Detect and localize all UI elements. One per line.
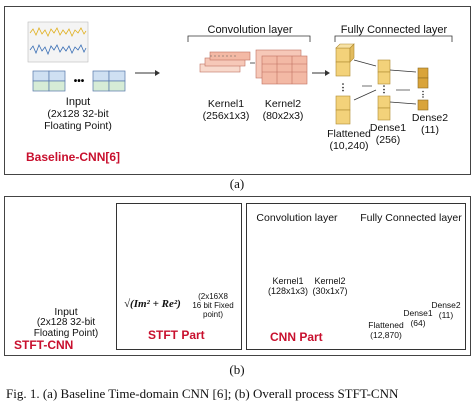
stft-part-label: STFT Part [148,328,205,342]
dense1-dim-b: (64) [410,318,426,328]
fc-bracket-a [334,35,453,42]
flattened-label-a: Flattened [327,128,371,140]
flattened-dim-a: (10,240) [329,140,369,152]
input-blocks-a [32,70,126,92]
conv-title-b: Convolution layer [256,212,338,224]
dense2-dim-b: (11) [438,310,454,320]
dense1-label-a: Dense1 [369,122,407,134]
signal-plot-a [27,21,89,63]
dense1-label-b: Dense1 [403,308,433,318]
input-detail-b-2: Floating Point) [33,328,99,339]
fixed-point-2: 16 bit Fixed [192,301,234,310]
stft-part-box [116,203,242,350]
flattened-dim-b: (12,870) [370,330,402,340]
input-label-a: Input [65,96,91,108]
dense2-column-a [417,67,429,111]
fixed-point-1: (2x16X8 [198,292,228,301]
dense1-dim-a: (256) [375,134,401,146]
model-name-b: STFT-CNN [14,338,74,352]
kernel2-dim-b: (30x1x7) [312,286,348,296]
kernel1-label-a: Kernel1 [207,98,245,110]
model-name-a: Baseline-CNN[6] [26,150,121,164]
fc-title-b: Fully Connected layer [360,212,462,224]
input-label-b: Input [54,306,78,318]
input-detail-a-2: Floating Point) [44,120,112,132]
conv-bracket-a [187,35,311,42]
dense1-column-a [377,59,391,121]
input-detail-a-1: (2x128 32-bit [47,108,109,120]
svg-text:⋮: ⋮ [419,90,427,99]
conv-title-a: Convolution layer [207,24,293,36]
panel-b [4,196,471,356]
dense2-label-b: Dense2 [431,300,461,310]
kernel2-a [255,49,308,85]
flattened-column-a [335,43,355,125]
caption-b: (b) [229,362,245,377]
kernel2-label-a: Kernel2 [264,98,302,110]
kernel1-a [199,51,251,73]
cnn-part-label: CNN Part [270,330,323,344]
dense2-label-a: Dense2 [411,112,449,124]
figure-caption: Fig. 1. (a) Baseline Time-domain CNN [6]… [6,386,399,401]
kernel1-dim-a: (256x1x3) [202,110,250,122]
flattened-dots-a: ⋮ [339,82,348,92]
fc-arrows-a [353,59,417,105]
kernel2-label-b: Kernel2 [314,276,346,286]
svg-text:⋮: ⋮ [380,84,389,94]
caption-a: (a) [229,176,245,191]
input-detail-b-1: (2x128 32-bit [36,317,96,328]
kernel2-dim-a: (80x2x3) [262,110,304,122]
fc-title-a: Fully Connected layer [340,24,448,36]
dense2-dim-a: (11) [421,124,439,136]
kernel1-label-b: Kernel1 [272,276,304,286]
kernel1-dim-b: (128x1x3) [267,286,309,296]
fixed-point-3: point) [202,310,224,319]
cnn-part-box [246,203,466,350]
magnitude-formula: √(Im² + Re²) [124,298,181,310]
flattened-label-b: Flattened [368,320,404,330]
ellipsis-a: ••• [74,76,85,87]
